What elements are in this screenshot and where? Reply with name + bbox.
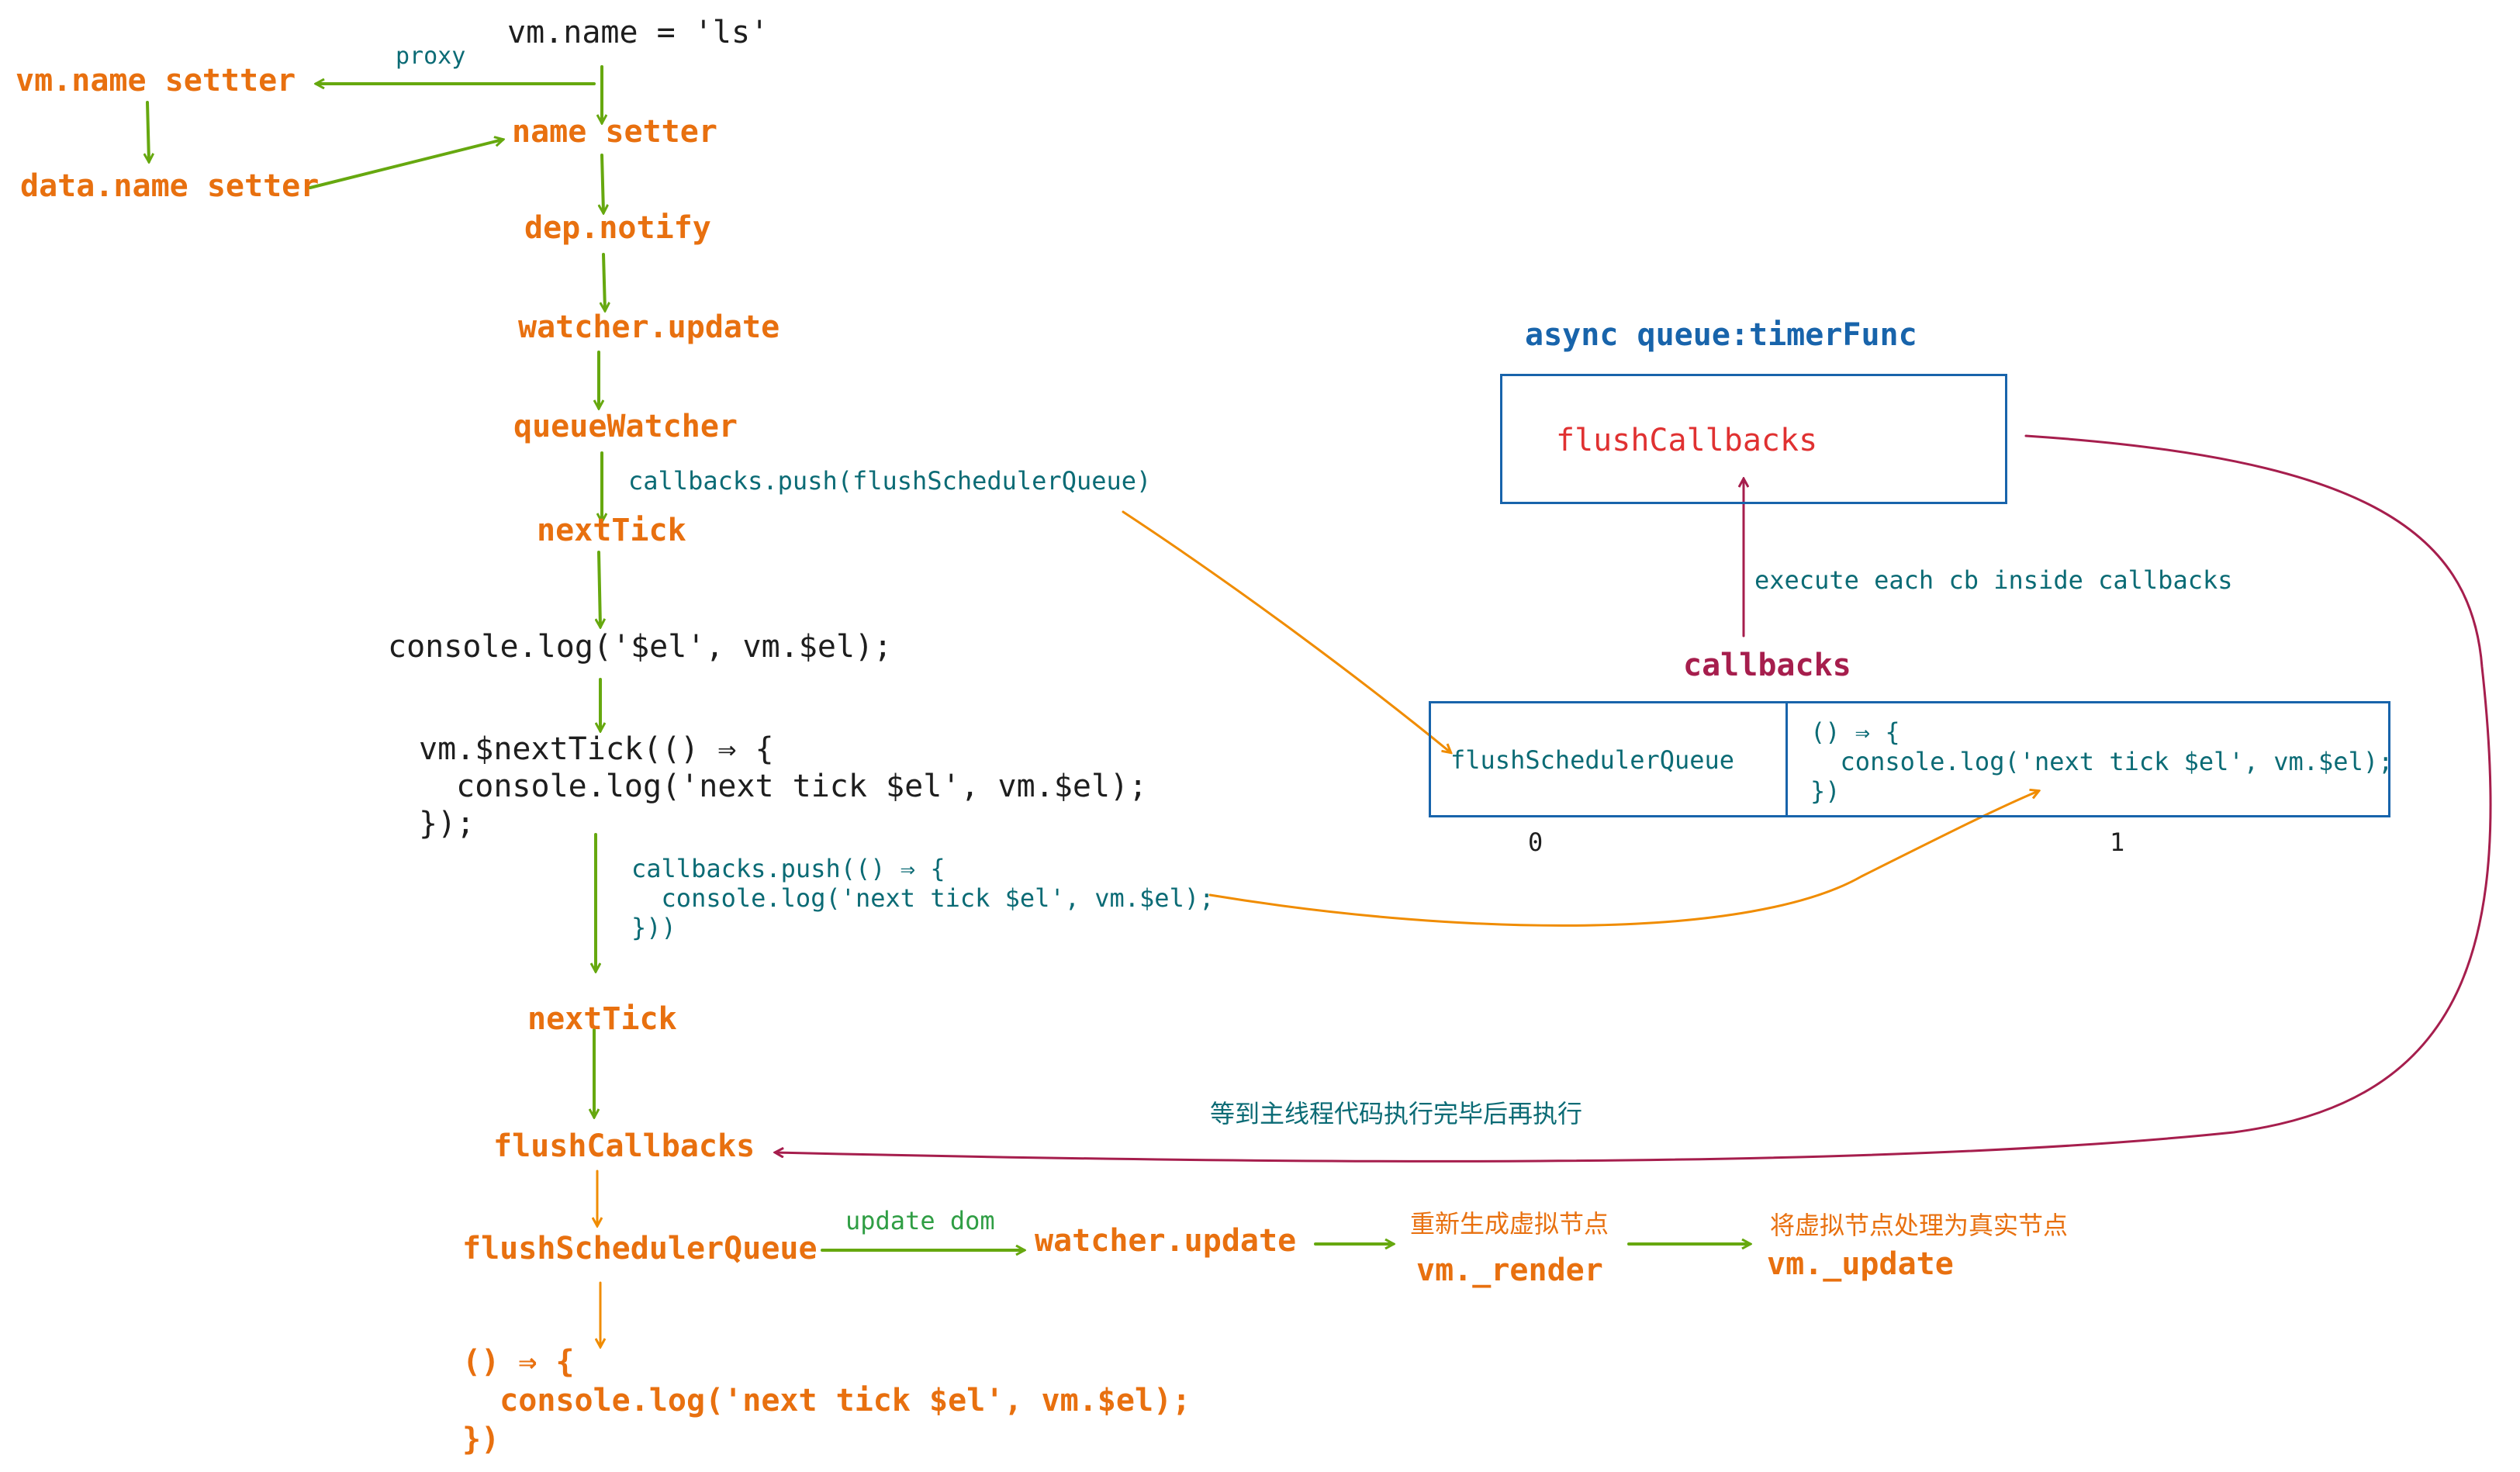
execute-each-cb-label: execute each cb inside callbacks [1754, 565, 2233, 595]
async-queue-title: async queue:timerFunc [1525, 317, 1917, 353]
callbacks-cell-divider [1785, 701, 1788, 817]
async-flush-callbacks: flushCallbacks [1556, 423, 1818, 458]
async-queue-box [1500, 374, 2007, 504]
flush-scheduler-queue: flushSchedulerQueue [462, 1231, 818, 1266]
code-line: vm.$nextTick(() ⇒ { [419, 731, 774, 767]
callbacks-index-1: 1 [2110, 828, 2125, 857]
vm-update: vm._update [1767, 1246, 1954, 1282]
arrow-dep-notify-to-watcher-update [603, 253, 605, 310]
code-line: console.log('next tick $el', vm.$el); [631, 883, 1215, 913]
wait-main-thread-label: 等到主线程代码执行完毕后再执行 [1210, 1099, 1583, 1128]
callbacks-cell-0: flushSchedulerQueue [1450, 745, 1735, 775]
arrow-name-setter-to-dep-notify [602, 154, 603, 213]
data-name-setter: data.name setter [20, 168, 320, 204]
callbacks-array-box [1429, 701, 2390, 817]
code-line: () ⇒ { [462, 1344, 575, 1380]
watcher-update-2: watcher.update [1035, 1223, 1297, 1259]
callbacks-push-flush-scheduler-queue: callbacks.push(flushSchedulerQueue) [628, 466, 1152, 496]
flush-callbacks: flushCallbacks [493, 1128, 755, 1164]
name-setter: name setter [512, 114, 717, 150]
code-line: }) [1810, 776, 1841, 806]
patch-vnode-label: 将虚拟节点处理为真实节点 [1770, 1211, 2069, 1240]
proxy-label: proxy [396, 43, 466, 70]
code-line: console.log('next tick $el', vm.$el); [419, 769, 1148, 804]
code-line: })) [631, 913, 676, 942]
dep-notify: dep.notify [524, 210, 711, 246]
arrow-async-back-to-flush-callbacks [776, 434, 2492, 1163]
next-tick-2: nextTick [527, 1001, 677, 1037]
code-line: }); [419, 806, 475, 841]
console-log-statement: console.log('$el', vm.$el); [388, 629, 893, 665]
arrow-vm-setter-to-data-setter [147, 101, 149, 161]
assign-statement: vm.name = 'ls' [507, 15, 769, 50]
vm-name-setter: vm.name settter [16, 63, 296, 98]
arrow-push1-to-cell0 [1122, 510, 1450, 752]
callbacks-index-0: 0 [1528, 828, 1543, 857]
code-line: console.log('next tick $el', vm.$el); [1810, 747, 2394, 776]
callbacks-title: callbacks [1683, 648, 1851, 683]
code-line: }) [462, 1422, 500, 1457]
vm-render: vm._render [1416, 1253, 1603, 1288]
code-line: () ⇒ { [1810, 717, 1900, 747]
watcher-update: watcher.update [518, 309, 780, 345]
arrow-push2-to-cell1 [1208, 791, 2038, 927]
arrow-next-tick-to-console-log [599, 551, 600, 627]
code-line: callbacks.push(() ⇒ { [631, 854, 945, 883]
code-line: console.log('next tick $el', vm.$el); [462, 1383, 1191, 1418]
arrow-data-setter-to-name-setter [309, 140, 503, 189]
next-tick-1: nextTick [537, 513, 686, 548]
queue-watcher: queueWatcher [513, 409, 738, 444]
regen-vnode-label: 重新生成虚拟节点 [1410, 1209, 1609, 1239]
update-dom-label: update dom [845, 1206, 995, 1235]
